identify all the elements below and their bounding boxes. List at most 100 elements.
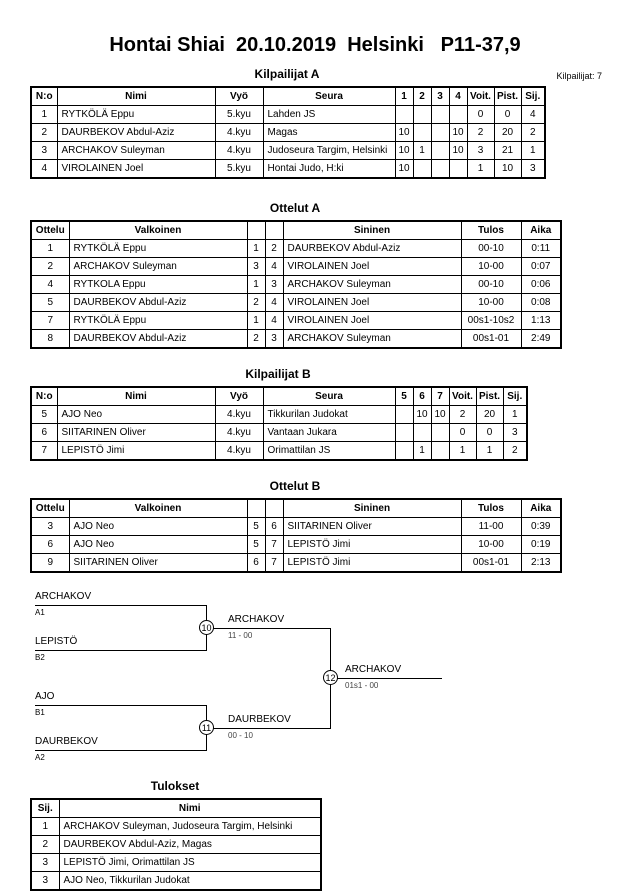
table-row: 6 AJO Neo 5 7 LEPISTÖ Jimi 10-00 0:19 [30,535,562,554]
cell-round: 10 [430,405,450,424]
table-row: 3 ARCHAKOV Suleyman 4.kyu Judoseura Targ… [30,141,546,160]
table-row: 8 DAURBEKOV Abdul-Aziz 2 3 ARCHAKOV Sule… [30,329,562,349]
col-header-sij: Sij. [520,86,546,106]
table-matches-b: Ottelu Valkoinen Sininen Tulos Aika 3 AJ… [30,498,562,573]
cell-pist: 21 [493,141,522,160]
bracket-score: 00 - 10 [228,731,253,740]
cell-white: AJO Neo [68,517,248,536]
cell-blue: LEPISTÖ Jimi [282,535,462,554]
cell-round: 1 [412,141,432,160]
cell-aika: 0:06 [520,275,562,294]
col-header-tulos: Tulos [460,498,522,518]
col-header-no: N:o [30,386,58,406]
col-header-sininen: Sininen [282,498,462,518]
table-header-row: Ottelu Valkoinen Sininen Tulos Aika [30,498,562,518]
cell-white-no: 1 [246,311,266,330]
cell-white-no: 2 [246,329,266,349]
cell-sij: 4 [520,105,546,124]
cell-blue-no: 6 [264,517,284,536]
cell-blue-no: 2 [264,239,284,258]
cell-pist: 0 [493,105,522,124]
bracket-line [35,705,207,706]
cell-round [394,441,414,461]
bracket-line [206,728,330,729]
bracket-line [206,628,330,629]
cell-nimi: VIROLAINEN Joel [56,159,216,179]
cell-blue: VIROLAINEN Joel [282,311,462,330]
cell-match-no: 6 [30,535,70,554]
cell-sij: 1 [502,405,528,424]
col-header-nimi: Nimi [58,798,322,818]
cell-tulos: 10-00 [460,293,522,312]
table-row: 5 AJO Neo 4.kyu Tikkurilan Judokat 10 10… [30,405,528,424]
cell-blue: VIROLAINEN Joel [282,293,462,312]
cell-aika: 0:08 [520,293,562,312]
cell-aika: 0:39 [520,517,562,536]
table-header-row: Sij. Nimi [30,798,322,818]
table-row: 6 SIITARINEN Oliver 4.kyu Vantaan Jukara… [30,423,528,442]
cell-pist: 20 [493,123,522,142]
col-header-aika: Aika [520,498,562,518]
cell-blue: VIROLAINEN Joel [282,257,462,276]
table-row: 4 VIROLAINEN Joel 5.kyu Hontai Judo, H:k… [30,159,546,179]
cell-match-no: 8 [30,329,70,349]
col-header-pist: Pist. [493,86,522,106]
cell-match-no: 9 [30,553,70,573]
cell-sij: 3 [30,853,60,872]
cell-nimi: AJO Neo [56,405,216,424]
cell-match-no: 2 [30,257,70,276]
col-header-nimi: Nimi [56,86,216,106]
cell-match-no: 5 [30,293,70,312]
col-header-valkoinen: Valkoinen [68,220,248,240]
table-row: 5 DAURBEKOV Abdul-Aziz 2 4 VIROLAINEN Jo… [30,293,562,312]
cell-nimi: LEPISTÖ Jimi [56,441,216,461]
cell-nimi: ARCHAKOV Suleyman, Judoseura Targim, Hel… [58,817,322,836]
col-header-ottelu: Ottelu [30,498,70,518]
col-header-round: 5 [394,386,414,406]
table-header-row: N:o Nimi Vyö Seura 1 2 3 4 Voit. Pist. S… [30,86,546,106]
cell-sij: 2 [520,123,546,142]
match-number-badge: 11 [199,720,214,735]
cell-voit: 0 [466,105,495,124]
bracket-competitor: LEPISTÖ [35,636,78,647]
cell-seura: Hontai Judo, H:ki [262,159,396,179]
col-header-voit: Voit. [466,86,495,106]
bracket-competitor: DAURBEKOV [35,736,98,747]
cell-white: DAURBEKOV Abdul-Aziz [68,329,248,349]
col-header-sininen: Sininen [282,220,462,240]
table-row: 7 RYTKÖLÄ Eppu 1 4 VIROLAINEN Joel 00s1-… [30,311,562,330]
cell-match-no: 7 [30,311,70,330]
cell-voit: 1 [448,441,477,461]
cell-white-no: 5 [246,535,266,554]
cell-tulos: 00s1-10s2 [460,311,522,330]
table-results: Sij. Nimi 1 ARCHAKOV Suleyman, Judoseura… [30,798,322,891]
bracket-line [35,650,207,651]
bracket-line [35,750,207,751]
cell-voit: 1 [466,159,495,179]
col-header-sij: Sij. [30,798,60,818]
cell-white: RYTKÖLÄ Eppu [68,239,248,258]
cell-blue-no: 3 [264,275,284,294]
cell-match-no: 3 [30,517,70,536]
cell-pist: 1 [475,441,504,461]
table-pool-b: N:o Nimi Vyö Seura 5 6 7 Voit. Pist. Sij… [30,386,528,461]
cell-round [430,159,450,179]
bracket-competitor: ARCHAKOV [35,591,92,602]
cell-blue-no: 4 [264,257,284,276]
cell-voit: 2 [448,405,477,424]
cell-round [394,423,414,442]
col-header-vyo: Vyö [214,86,264,106]
cell-vyo: 5.kyu [214,105,264,124]
col-header-sij: Sij. [502,386,528,406]
cell-aika: 0:11 [520,239,562,258]
cell-blue-no: 7 [264,553,284,573]
table-row: 4 RYTKOLA Eppu 1 3 ARCHAKOV Suleyman 00-… [30,275,562,294]
cell-blue-no: 4 [264,311,284,330]
col-header-voit: Voit. [448,386,477,406]
cell-round [430,123,450,142]
cell-white-no: 5 [246,517,266,536]
cell-round [412,105,432,124]
cell-voit: 0 [448,423,477,442]
cell-pist: 20 [475,405,504,424]
